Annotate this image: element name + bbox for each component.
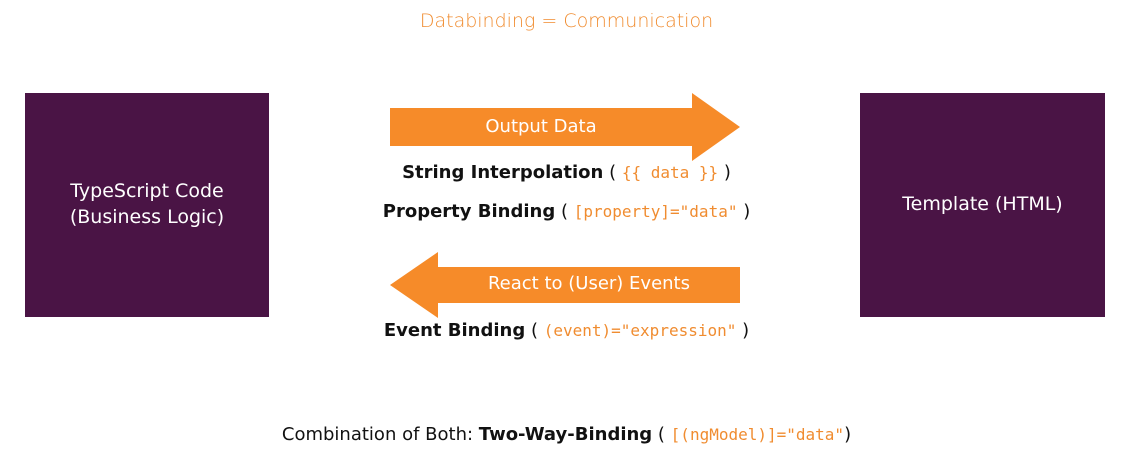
string-interpolation-line: String Interpolation ( {{ data }} ): [0, 162, 1133, 183]
property-binding-name: Property Binding: [382, 201, 556, 222]
output-data-arrow: [390, 93, 740, 161]
event-binding-name: Event Binding: [383, 320, 526, 341]
template-html-label: Template (HTML): [902, 193, 1063, 216]
two-way-prefix: Combination of Both:: [281, 424, 479, 445]
two-way-code: [(ngModel)]="data": [670, 425, 845, 444]
string-interpolation-code: {{ data }}: [621, 163, 719, 182]
react-to-events-arrow: [390, 252, 740, 318]
string-interpolation-close: ): [718, 162, 731, 183]
output-data-label: Output Data: [485, 116, 597, 137]
typescript-code-box: TypeScript Code (Business Logic): [25, 93, 269, 317]
two-way-binding-line: Combination of Both: Two-Way-Binding ( […: [0, 424, 1133, 445]
two-way-open: (: [652, 424, 671, 445]
event-binding-close: ): [736, 320, 750, 341]
output-arrow-shape: [390, 93, 740, 161]
react-to-events-label: React to (User) Events: [487, 273, 690, 294]
typescript-code-label: TypeScript Code: [70, 180, 224, 203]
template-html-box: Template (HTML): [860, 93, 1105, 317]
event-binding-open: (: [525, 320, 544, 341]
business-logic-label: (Business Logic): [69, 206, 225, 228]
property-binding-line: Property Binding ( [property]="data" ): [0, 201, 1133, 222]
property-binding-close: ): [737, 201, 751, 222]
property-binding-open: (: [555, 201, 574, 222]
event-binding-code: (event)="expression": [543, 321, 737, 340]
property-binding-code: [property]="data": [573, 202, 738, 221]
input-arrow-shape: [390, 252, 740, 318]
two-way-binding-name: Two-Way-Binding: [478, 424, 653, 445]
event-binding-line: Event Binding ( (event)="expression" ): [0, 320, 1133, 341]
diagram-title: Databinding = Communication: [419, 10, 714, 32]
two-way-close: ): [844, 424, 852, 445]
string-interpolation-open: (: [603, 162, 622, 183]
string-interpolation-name: String Interpolation: [402, 162, 604, 183]
